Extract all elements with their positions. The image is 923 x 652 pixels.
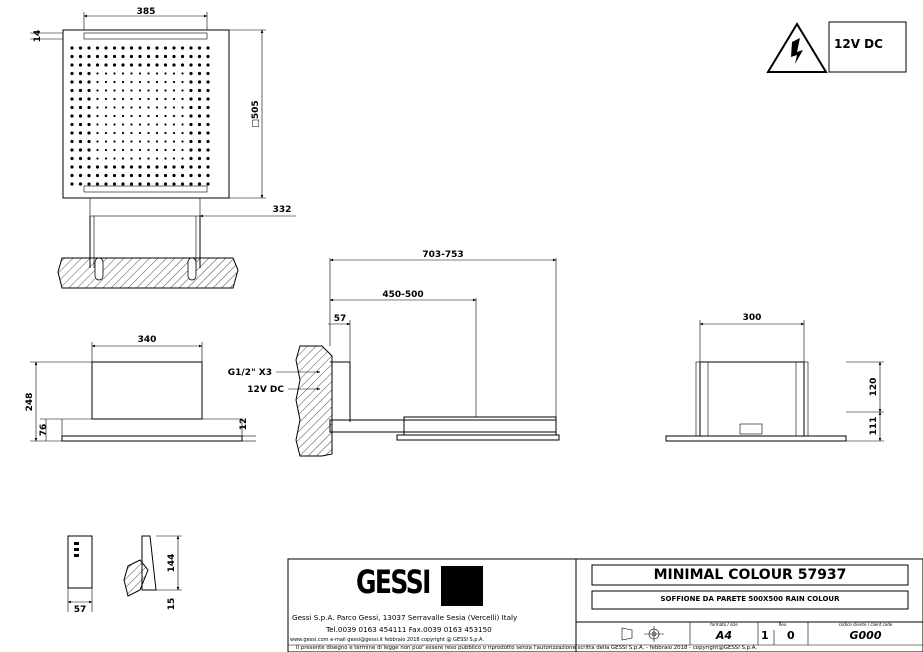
dim-section-mid: 450-500 <box>382 290 423 300</box>
rev-value-1: 1 <box>761 629 769 642</box>
product-description: SOFFIONE DA PARETE 500X500 RAIN COLOUR <box>660 595 840 603</box>
company-phone: Tel.0039 0163 454111 Fax.0039 0163 45315… <box>326 625 492 634</box>
dim-side-lower: 76 <box>39 424 49 437</box>
high-voltage-warning-icon <box>766 22 828 73</box>
side-view: 340 248 76 12 <box>25 335 256 442</box>
dim-wall-distance: 332 <box>273 205 292 215</box>
conn-label-voltage: 12V DC <box>247 385 284 395</box>
wall-section <box>295 345 333 457</box>
front-view: 385 14 □505 332 <box>30 7 296 289</box>
logo-block <box>441 566 483 606</box>
dim-control-height: 144 <box>167 554 177 573</box>
wall-section <box>57 257 239 289</box>
projection-symbol-icon <box>621 626 664 642</box>
rear-plate <box>665 435 847 442</box>
dim-side-plate: 12 <box>239 418 249 431</box>
product-title: MINIMAL COLOUR 57937 <box>653 567 847 583</box>
company-logo: GESSI <box>356 563 431 601</box>
company-address: Gessi S.p.A. Parco Gessi, 13037 Serraval… <box>292 613 518 622</box>
rev-value-2: 0 <box>787 629 795 642</box>
format-value: A4 <box>715 629 733 642</box>
bottom-light-strip <box>83 185 208 193</box>
voltage-label: 12V DC <box>834 37 883 51</box>
rear-connector <box>739 423 763 435</box>
company-web: www.gessi.com e-mail gessi@gessi.it febb… <box>290 637 484 643</box>
shower-head-outline <box>62 29 230 199</box>
section-view: 703-753 450-500 57 G1/2" X3 12V DC <box>228 250 560 457</box>
voltage-box <box>828 21 907 73</box>
side-body <box>91 361 203 420</box>
dim-top-height: □505 <box>251 100 261 127</box>
dim-rear-width: 300 <box>743 313 762 323</box>
rear-body <box>699 361 805 437</box>
rev-label: Rev. <box>778 622 788 627</box>
section-arm <box>329 419 557 433</box>
control-side <box>141 535 157 591</box>
wall-arm <box>89 197 201 217</box>
dim-side-width: 340 <box>138 335 157 345</box>
disclaimer: Il presente disegno e termine di legge n… <box>296 645 758 651</box>
dim-rear-lower: 111 <box>869 417 879 436</box>
format-label: formato / size <box>710 622 738 627</box>
code-value: G000 <box>849 629 882 642</box>
dim-control-depth: 15 <box>167 598 177 611</box>
control-unit-views: 57 144 15 <box>67 535 182 615</box>
dim-top-margin: 14 <box>33 30 43 43</box>
code-label: codice cliente / client code <box>838 622 893 627</box>
dim-rear-upper: 120 <box>869 378 879 397</box>
dim-control-width: 57 <box>74 605 87 615</box>
dim-side-height: 248 <box>25 393 35 412</box>
nozzle-grid <box>70 46 210 186</box>
dim-section-small: 57 <box>334 314 347 324</box>
title-block <box>287 558 923 652</box>
conn-label-thread: G1/2" X3 <box>228 368 272 378</box>
rear-view: 300 120 111 <box>665 313 884 442</box>
dim-top-width: 385 <box>137 7 156 17</box>
top-light-strip <box>83 32 208 40</box>
side-plate <box>61 435 243 442</box>
dim-section-total: 703-753 <box>422 250 463 260</box>
control-front <box>67 535 93 589</box>
